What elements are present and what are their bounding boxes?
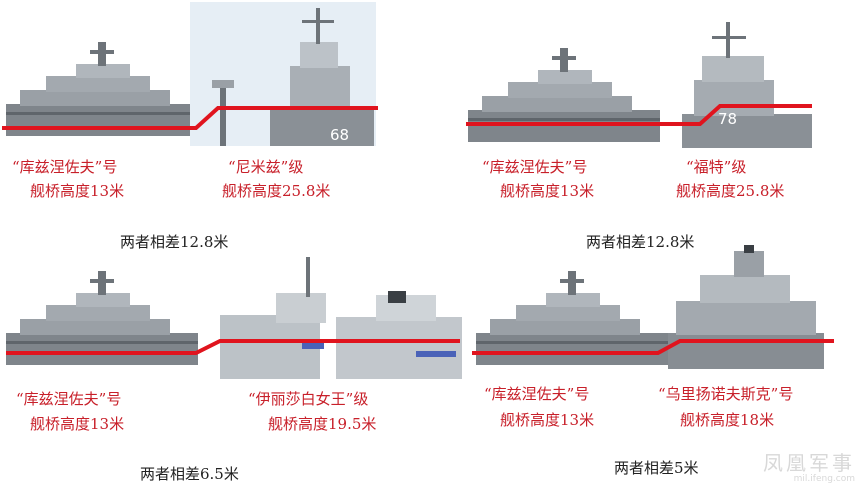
height-difference: 两者相差12.8米 [586,233,695,251]
right-ship-name: “乌里扬诺夫斯克”号 [658,385,794,403]
right-bridge-height: 舰桥高度25.8米 [222,182,331,200]
right-ship-name: “尼米兹”级 [228,158,304,176]
kuznetsov-island-illustration [476,271,668,365]
ifeng-watermark: 凤凰军事 mil.ifeng.com [763,452,855,484]
watermark-brand: 凤凰军事 [763,451,855,475]
height-difference: 两者相差5米 [614,459,699,477]
left-ship-name: “库兹涅佐夫”号 [12,158,118,176]
left-ship-name: “库兹涅佐夫”号 [16,390,122,408]
height-difference-line [6,339,460,355]
watermark-url: mil.ifeng.com [793,474,855,484]
nimitz-island-illustration: 68 [190,2,376,146]
height-difference-line [472,339,834,355]
nimitz-hull-number: 68 [330,126,349,144]
height-difference: 两者相差12.8米 [120,233,229,251]
height-difference-line [2,106,378,130]
height-difference: 两者相差6.5米 [140,465,239,483]
comparison-panel-ulyanovsk: “库兹涅佐夫”号 舰桥高度13米 “乌里扬诺夫斯克”号 舰桥高度18米 两者相差… [470,245,861,488]
right-ship-name: “伊丽莎白女王”级 [248,390,369,408]
right-bridge-height: 舰桥高度18米 [680,411,775,429]
comparison-panel-ford: 78 “库兹涅佐夫”号 舰桥高度13米 “福特”级 舰桥高度25.8米 两者相差… [430,0,861,260]
comparison-panel-queen-elizabeth: “库兹涅佐夫”号 舰桥高度13米 “伊丽莎白女王”级 舰桥高度19.5米 两者相… [0,255,470,488]
left-bridge-height: 舰桥高度13米 [500,411,595,429]
kuznetsov-island-illustration [6,271,198,365]
height-difference-line [466,104,812,126]
ford-hull-number: 78 [718,110,737,128]
comparison-panel-nimitz: 68 “库兹涅佐夫”号 舰桥高度13米 “尼米兹”级 舰桥高度25.8米 两者相… [0,0,430,251]
ulyanovsk-island-illustration [668,245,824,369]
left-bridge-height: 舰桥高度13米 [30,415,125,433]
right-bridge-height: 舰桥高度19.5米 [268,415,377,433]
left-bridge-height: 舰桥高度13米 [500,182,595,200]
kuznetsov-island-illustration [6,42,198,136]
queen-elizabeth-islands-illustration [220,257,462,379]
right-bridge-height: 舰桥高度25.8米 [676,182,785,200]
left-ship-name: “库兹涅佐夫”号 [482,158,588,176]
left-ship-name: “库兹涅佐夫”号 [484,385,590,403]
right-ship-name: “福特”级 [686,158,747,176]
left-bridge-height: 舰桥高度13米 [30,182,125,200]
